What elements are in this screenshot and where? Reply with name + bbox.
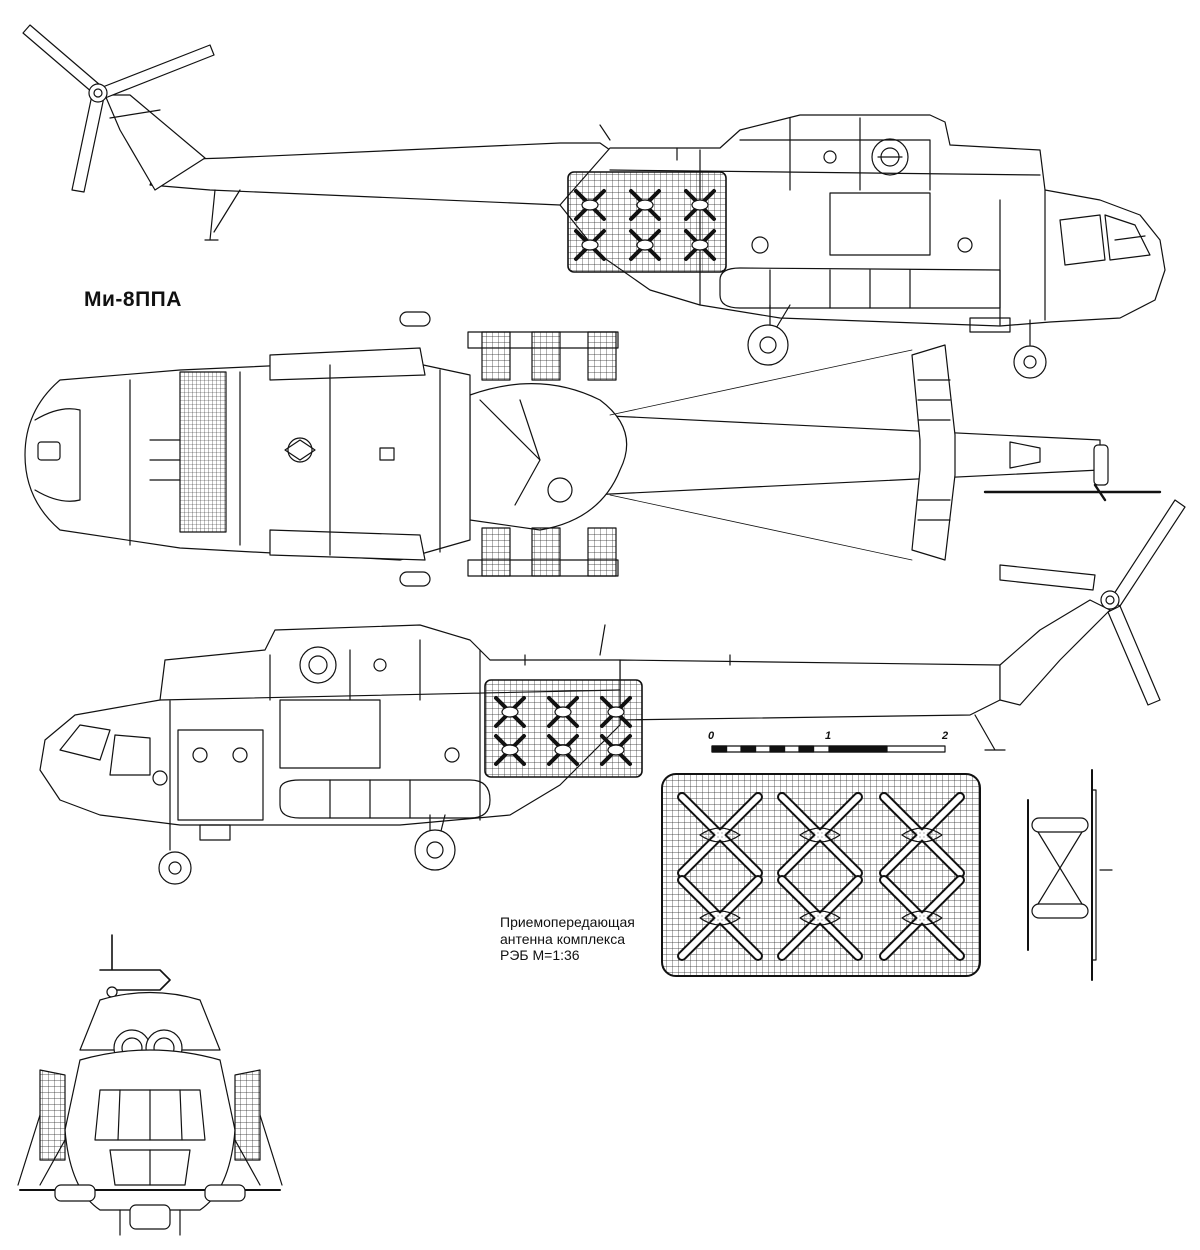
top-view [25, 312, 1160, 586]
scale-label-0: 0 [708, 730, 715, 742]
scale-label-2: 2 [942, 730, 949, 742]
tail-rotor [23, 25, 214, 192]
drawing-title: Ми-8ППА [84, 288, 182, 311]
tail-rotor-left-view [1000, 500, 1185, 705]
top-antenna-units-upper [468, 332, 618, 380]
front-view [18, 935, 282, 1235]
scale-label-1: 1 [825, 730, 832, 742]
caption-line-2: антенна комплекса [500, 930, 625, 947]
scale-bar [712, 746, 945, 752]
antenna-detail-front [662, 774, 980, 976]
side-view-left [40, 500, 1185, 884]
top-antenna-units-lower [468, 528, 618, 576]
side-view-right [23, 25, 1165, 378]
caption-line-3: РЭБ М=1:36 [500, 947, 580, 963]
caption-line-1: Приемопередающая [500, 914, 635, 930]
antenna-detail-side [1028, 770, 1112, 980]
antenna-caption: Приемопередающая антенна комплекса РЭБ М… [500, 914, 635, 964]
